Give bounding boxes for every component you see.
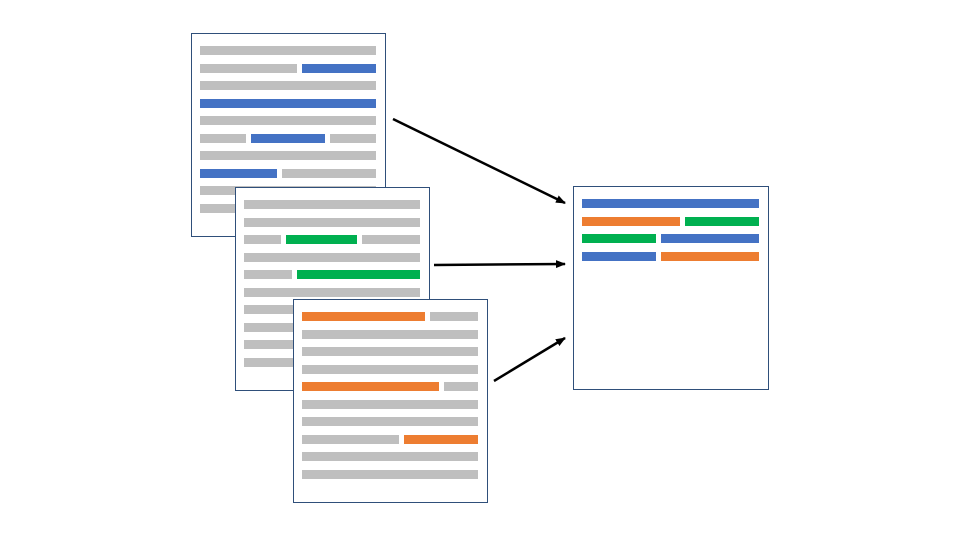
line-segment-text-line <box>200 63 298 73</box>
line-segment-text-line <box>302 434 400 444</box>
line-segment-orange <box>302 382 439 391</box>
line-segment-blue <box>251 133 325 143</box>
line-segment-text-line <box>302 399 478 409</box>
line-segment-text-line <box>302 364 478 374</box>
line-segment-text-line <box>302 347 478 356</box>
line-segment-text-line <box>200 151 376 160</box>
line-segment-text-line <box>329 133 376 143</box>
line-segment-text-line <box>302 452 478 461</box>
line-segment-text-line <box>443 382 478 391</box>
line-segment-text-line <box>200 46 376 55</box>
line-segment-blue <box>660 234 759 243</box>
line-segment-green <box>685 216 759 226</box>
line-segment-text-line <box>244 270 292 279</box>
line-segment-text-line <box>244 252 420 262</box>
line-segment-blue <box>302 63 376 73</box>
line-segment-blue <box>200 168 277 178</box>
line-segment-orange <box>302 312 426 321</box>
line-segment-text-line <box>244 287 420 297</box>
line-segment-text-line <box>281 168 376 178</box>
line-segment-text-line <box>200 116 376 125</box>
line-segment-orange <box>582 216 681 226</box>
line-segment-orange <box>660 251 759 261</box>
line-segment-text-line <box>244 235 281 244</box>
line-segment-orange <box>404 434 478 444</box>
line-segment-blue <box>582 251 656 261</box>
line-segment-text-line <box>244 200 420 209</box>
line-segment-text-line <box>361 235 420 244</box>
line-segment-blue <box>200 98 376 108</box>
source-document-orange <box>293 299 488 503</box>
line-segment-green <box>285 235 357 244</box>
line-segment-blue <box>582 199 759 208</box>
line-segment-text-line <box>302 469 478 479</box>
line-segment-text-line <box>302 329 478 339</box>
line-segment-text-line <box>244 217 420 227</box>
line-segment-text-line <box>200 133 247 143</box>
line-segment-green <box>296 270 420 279</box>
merged-document <box>573 186 769 390</box>
line-segment-text-line <box>302 417 478 426</box>
arrow-green-to-merged <box>433 260 566 269</box>
line-segment-text-line <box>430 312 478 321</box>
line-segment-text-line <box>200 81 376 90</box>
line-segment-green <box>582 234 656 243</box>
arrow-orange-to-merged <box>493 336 566 383</box>
